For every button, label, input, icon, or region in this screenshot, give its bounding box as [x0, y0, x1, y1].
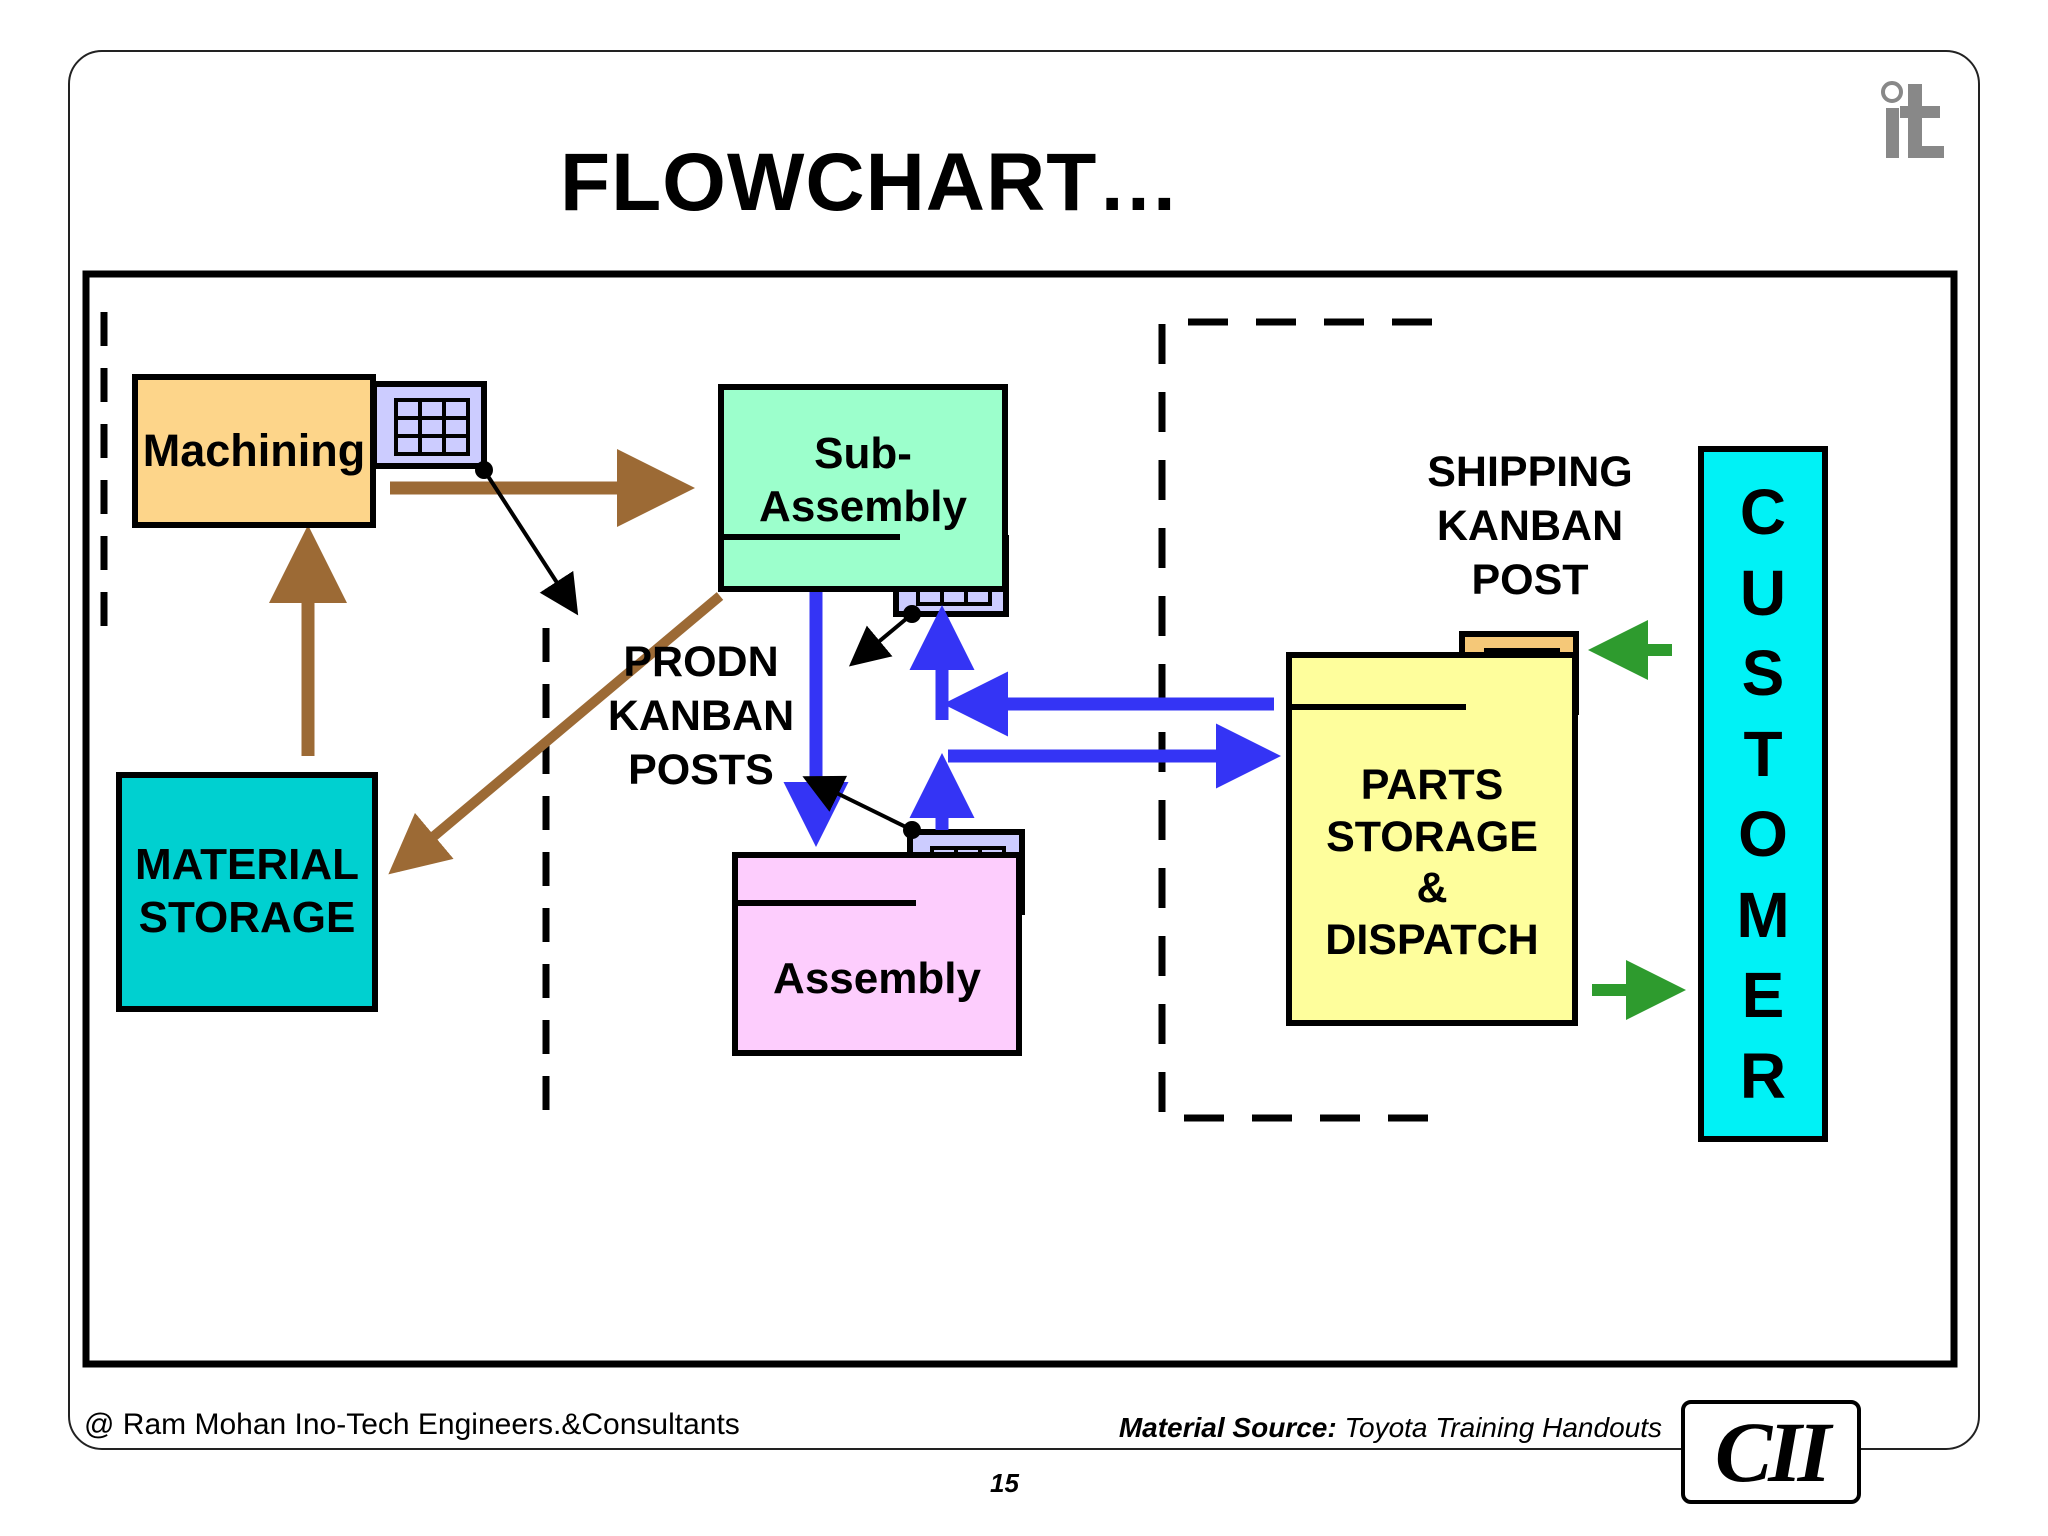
node-parts-storage-line2: STORAGE	[1326, 812, 1538, 861]
node-material-storage-line2: STORAGE	[138, 893, 356, 942]
node-machining: Machining	[132, 374, 376, 528]
customer-letter-4: T	[1743, 717, 1783, 790]
node-parts-storage-line3: &	[1416, 864, 1448, 913]
node-sub-assembly-line2: Assembly	[759, 481, 967, 531]
customer-letter-8: R	[1739, 1039, 1787, 1112]
cii-logo: CII	[1681, 1400, 1861, 1504]
customer-letter-5: O	[1738, 798, 1788, 871]
customer-letter-2: U	[1739, 556, 1787, 629]
node-machining-label: Machining	[142, 425, 366, 476]
page-number: 15	[990, 1468, 1019, 1498]
footer-source-label: Material Source:	[1118, 1412, 1337, 1443]
page-title: FLOWCHART…	[560, 137, 1181, 228]
label-prodn-line3: POSTS	[628, 745, 774, 794]
pointer-sub-assembly-to-post	[848, 612, 914, 667]
node-material-storage: MATERIAL STORAGE	[116, 772, 378, 1012]
footer-source: Material Source: Toyota Training Handout…	[1119, 1412, 1662, 1444]
node-sub-assembly-divider	[718, 534, 900, 540]
label-prodn-line2: KANBAN	[607, 691, 795, 740]
node-assembly-label: Assembly	[773, 954, 981, 1004]
kanban-card-machining	[371, 381, 487, 469]
customer-letter-6: M	[1736, 878, 1790, 951]
customer-letter-3: S	[1741, 637, 1785, 710]
label-prodn-kanban-posts: PRODN KANBAN POSTS	[596, 636, 806, 797]
customer-letter-1: C	[1739, 476, 1787, 549]
node-assembly: Assembly	[732, 852, 1022, 1056]
node-customer: C U S T O M E R	[1698, 446, 1828, 1142]
node-parts-storage-divider	[1286, 704, 1466, 710]
node-parts-storage-line1: PARTS	[1360, 761, 1504, 809]
label-shipping-line1: SHIPPING	[1427, 448, 1633, 496]
label-shipping-line2: KANBAN	[1436, 501, 1624, 550]
label-shipping-kanban-post: SHIPPING KANBAN POST	[1410, 446, 1650, 607]
node-sub-assembly-line1: Sub-	[814, 429, 912, 478]
diagram-border	[82, 270, 1958, 1368]
arrow-sub-assembly-to-material	[388, 592, 724, 875]
node-material-storage-line1: MATERIAL	[134, 840, 360, 890]
pointer-machining-to-post	[482, 468, 579, 616]
pointer-assembly-to-post	[802, 775, 913, 832]
node-assembly-divider	[732, 900, 916, 906]
footer-source-value: Toyota Training Handouts	[1344, 1412, 1662, 1443]
customer-letter-7: E	[1741, 959, 1785, 1032]
footer-copyright: @ Ram Mohan Ino-Tech Engineers.&Consulta…	[84, 1408, 740, 1441]
node-parts-storage: PARTS STORAGE & DISPATCH	[1286, 652, 1578, 1026]
node-sub-assembly: Sub- Assembly	[718, 384, 1008, 592]
label-prodn-line1: PRODN	[623, 638, 779, 686]
slide-frame	[68, 50, 1980, 1450]
it-logo-icon	[1881, 81, 1944, 158]
node-parts-storage-line4: DISPATCH	[1325, 915, 1539, 964]
label-shipping-line3: POST	[1471, 555, 1589, 604]
